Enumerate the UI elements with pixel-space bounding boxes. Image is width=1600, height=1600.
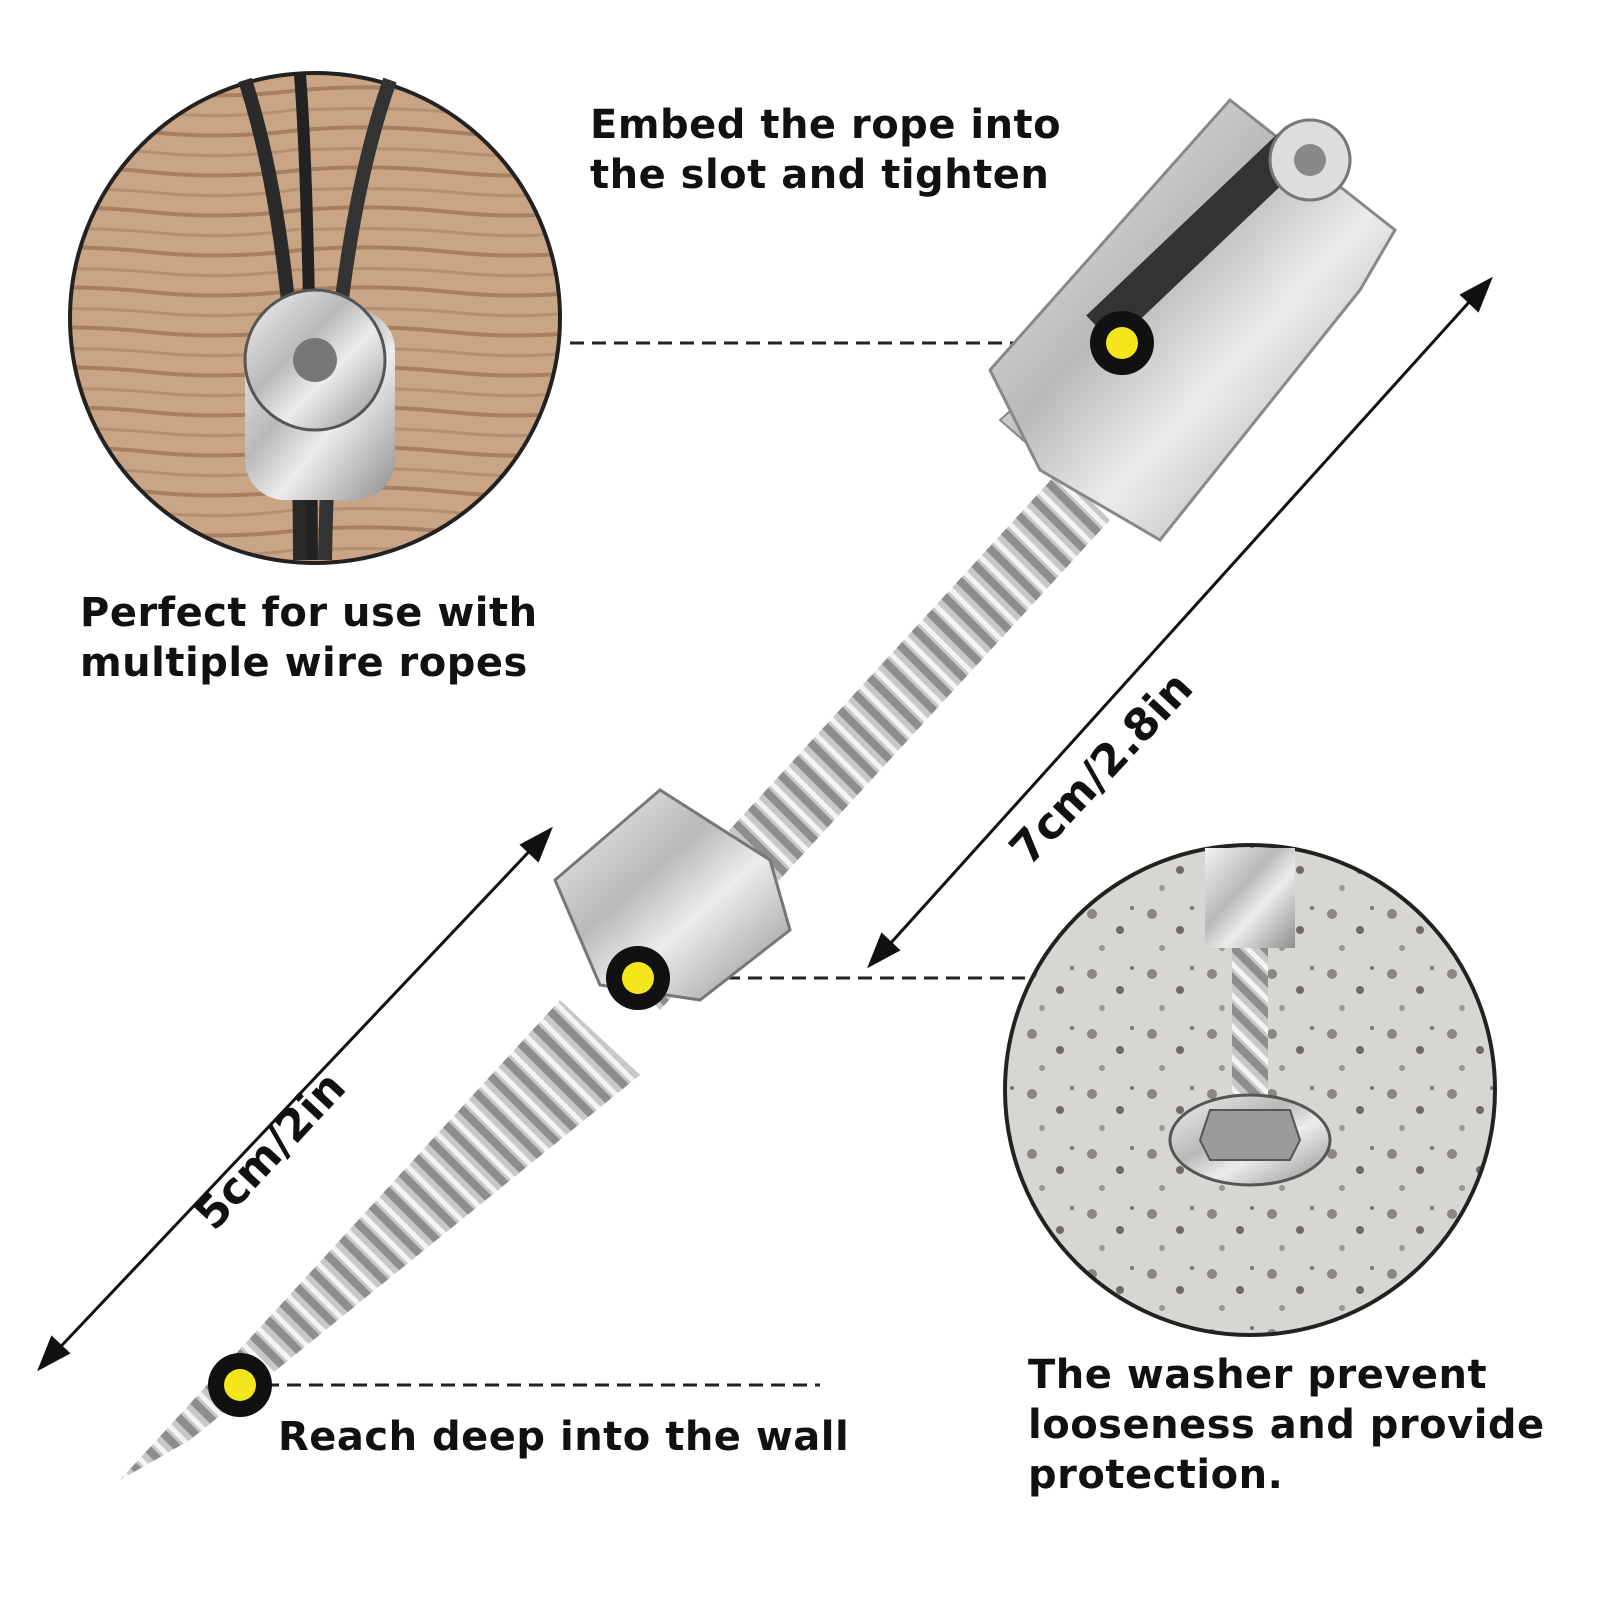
leader-lines [265,341,1100,1387]
callout-reach-deep: Reach deep into the wall [278,1412,849,1462]
callout-text: Perfect for use with [80,590,538,636]
callout-text: the slot and tighten [590,152,1050,198]
callout-embed-rope: Embed the rope into the slot and tighten [590,100,1061,200]
wall-detail-circle [1003,843,1497,1337]
marker-dots [208,311,1154,1417]
callout-multiple-ropes: Perfect for use with multiple wire ropes [80,588,538,688]
callout-text: protection. [1028,1452,1284,1498]
callout-text: looseness and provide [1028,1402,1545,1448]
callout-text: Reach deep into the wall [278,1414,850,1460]
callout-text: multiple wire ropes [80,640,528,686]
dimension-arrows [37,276,1493,1372]
wood-detail-circle [68,71,562,565]
callout-text: Embed the rope into [590,102,1062,148]
callout-text: The washer prevent [1028,1352,1488,1398]
callout-washer: The washer prevent looseness and provide… [1028,1350,1545,1500]
